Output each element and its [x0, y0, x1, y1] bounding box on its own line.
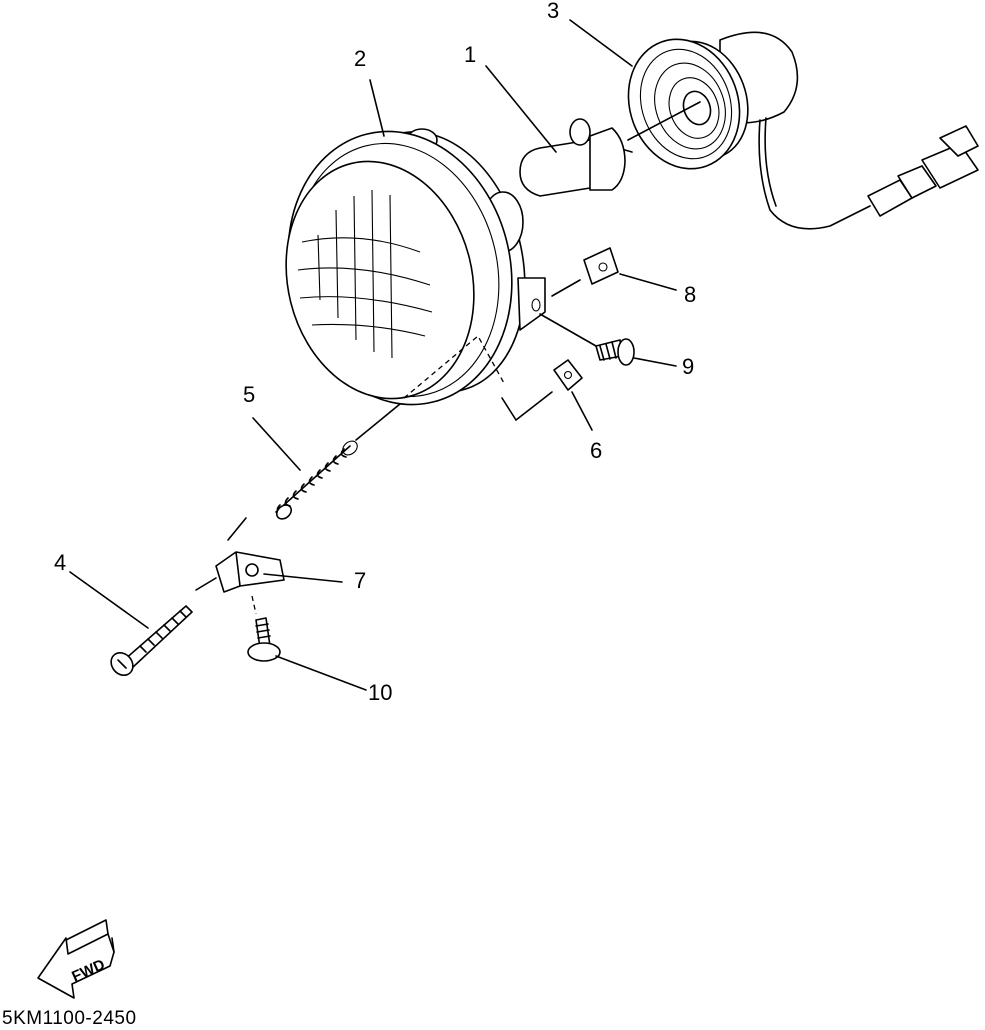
spring — [252, 403, 401, 520]
callout-8: 8 — [684, 282, 697, 307]
callout-6: 6 — [590, 438, 603, 463]
leader-1 — [485, 65, 557, 153]
diagram-code: 5KM1100-2450 — [2, 1008, 137, 1029]
screw — [539, 313, 677, 367]
bulb — [519, 118, 633, 197]
fwd-arrow: FWD — [37, 919, 115, 999]
callout-5: 5 — [243, 382, 256, 407]
callout-3: 3 — [547, 0, 560, 23]
callout-9: 9 — [682, 354, 695, 379]
callout-2: 2 — [354, 46, 367, 71]
callout-7: 7 — [354, 568, 367, 593]
leader-2 — [369, 79, 385, 137]
callout-1: 1 — [464, 42, 477, 67]
headlight-unit — [285, 128, 546, 406]
callout-10: 10 — [368, 680, 393, 705]
long-bolt — [69, 571, 193, 677]
leader-3 — [569, 19, 633, 67]
adjuster-bracket — [195, 517, 343, 615]
clip-nut — [551, 247, 677, 297]
callout-4: 4 — [54, 550, 67, 575]
square-nut — [501, 359, 593, 431]
bulb-socket — [627, 31, 979, 230]
flange-bolt — [247, 617, 367, 691]
